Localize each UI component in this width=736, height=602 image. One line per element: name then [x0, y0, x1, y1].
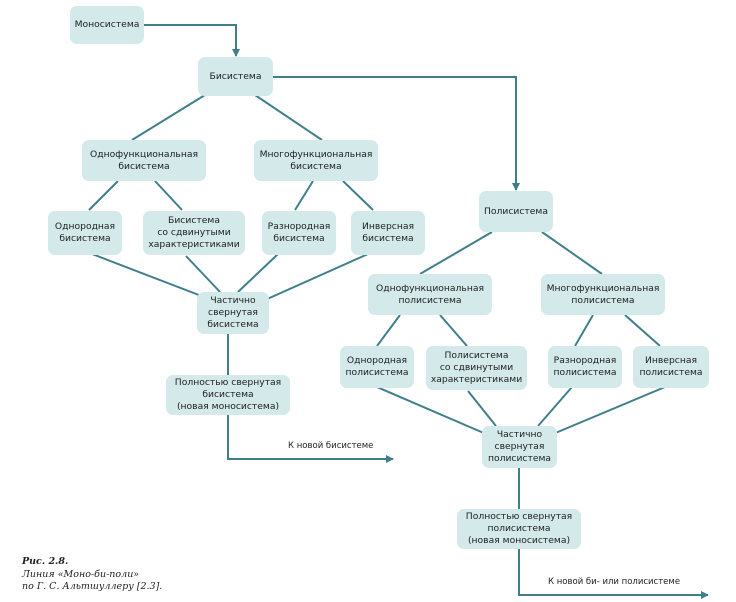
node-bisystem: Бисистема	[198, 57, 273, 96]
node-homogeneous-polysystem: Однородная полисистема	[340, 346, 414, 388]
node-single-function-polysystem: Однофункциональная полисистема	[368, 274, 492, 315]
node-single-function-bisystem: Однофункциональная бисистема	[82, 140, 206, 181]
arrow-to-new-bi-or-polysystem	[518, 549, 709, 599]
edge	[541, 231, 603, 275]
node-monosystem: Моносистема	[70, 6, 144, 44]
edge	[237, 253, 279, 293]
edge	[154, 180, 183, 211]
edge	[439, 314, 468, 347]
node-heterogeneous-bisystem: Разнородная бисистема	[262, 211, 336, 255]
arrow-to-new-bisystem	[227, 415, 394, 463]
figure-number: Рис. 2.8.	[22, 556, 69, 567]
edge	[254, 94, 323, 141]
edge	[185, 255, 221, 293]
edge	[574, 314, 594, 347]
figure-title: Линия «Моно-би-поли»	[22, 568, 140, 580]
edge	[624, 314, 661, 347]
arrow-mono-to-bi	[144, 24, 240, 57]
figure-caption: Рис. 2.8. Линия «Моно-би-поли» по Г. С. …	[22, 556, 162, 594]
edge	[294, 180, 314, 211]
node-shifted-bisystem: Бисистема со сдвинутыми характеристиками	[143, 211, 245, 255]
edge	[376, 386, 487, 435]
label-to-new-bisystem: К новой бисистеме	[288, 441, 374, 451]
edge	[88, 180, 119, 211]
node-homogeneous-bisystem: Однородная бисистема	[48, 211, 122, 255]
node-inverse-bisystem: Инверсная бисистема	[351, 211, 425, 255]
figure-source: по Г. С. Альтшуллеру [2.3].	[22, 581, 163, 592]
node-partially-folded-polysystem: Частично свернутая полисистема	[482, 426, 557, 468]
edge	[537, 386, 573, 427]
edge	[552, 386, 666, 435]
node-partially-folded-bisystem: Частично свернутая бисистема	[197, 292, 269, 334]
node-multi-function-bisystem: Многофункциональная бисистема	[254, 140, 378, 181]
arrow-bi-to-poly	[273, 76, 520, 191]
node-heterogeneous-polysystem: Разнородная полисистема	[548, 346, 622, 388]
edge	[91, 253, 213, 301]
edge	[264, 253, 369, 301]
node-polysystem: Полисистема	[479, 191, 553, 232]
node-fully-folded-polysystem: Полностью свернутая полисистема (новая м…	[457, 509, 581, 549]
node-multi-function-polysystem: Многофункциональная полисистема	[541, 274, 665, 315]
node-shifted-polysystem: Полисистема со сдвинутыми характеристика…	[426, 346, 527, 390]
edge	[467, 390, 497, 427]
node-inverse-polysystem: Инверсная полисистема	[633, 346, 709, 388]
node-fully-folded-bisystem: Полностью свернутая бисистема (новая мон…	[166, 375, 290, 415]
edge	[376, 314, 401, 347]
label-to-new-bi-or-polysystem: К новой би- или полисистеме	[548, 577, 681, 587]
edge	[419, 231, 493, 275]
edge	[342, 180, 374, 211]
edge	[131, 94, 206, 141]
